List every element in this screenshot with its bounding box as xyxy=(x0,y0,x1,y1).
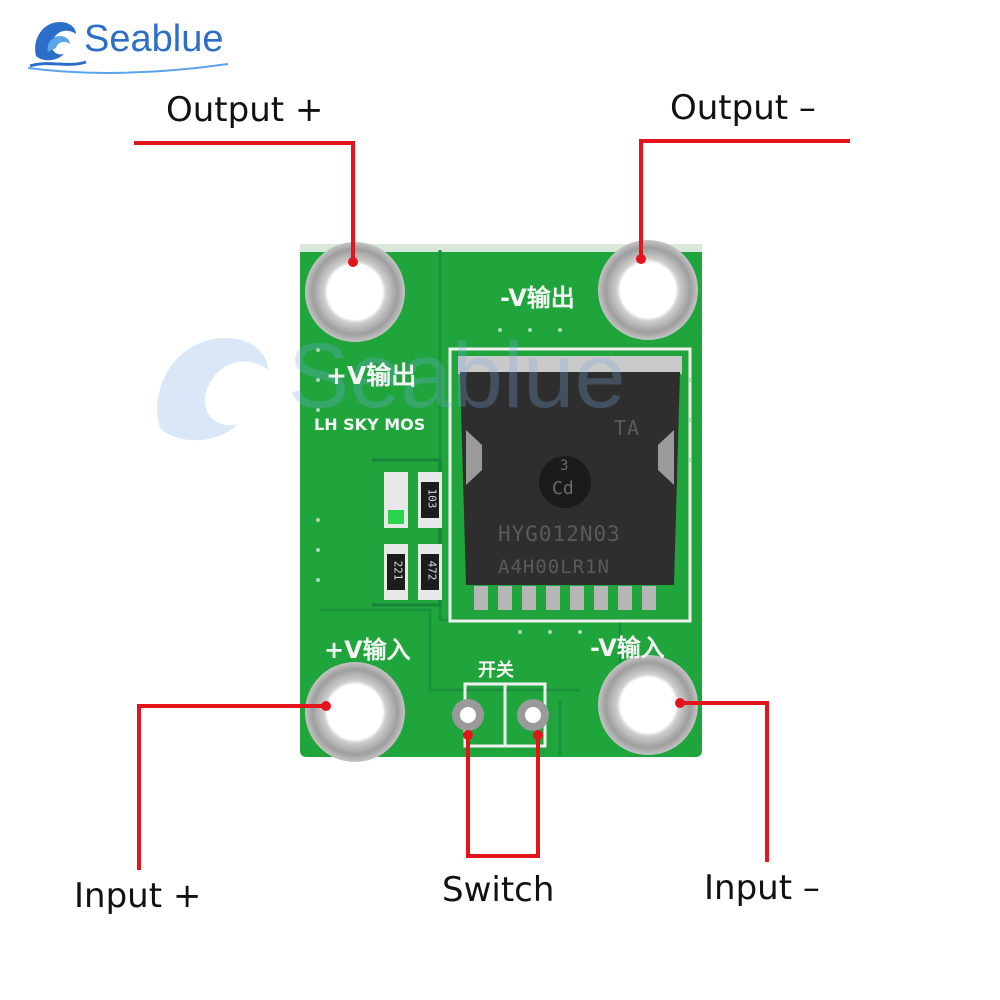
pad-output-minus xyxy=(598,240,698,340)
callout-input-plus: Input + xyxy=(74,876,202,916)
leader-input-plus xyxy=(137,704,326,870)
label-v-in-minus: -V输入 xyxy=(590,634,665,662)
watermark-wave-icon xyxy=(157,338,268,441)
callout-switch: Switch xyxy=(442,870,555,910)
callout-output-minus: Output – xyxy=(670,88,816,128)
logo-swoosh-icon xyxy=(28,63,228,74)
resistor-472 xyxy=(418,544,442,600)
switch-pad-b xyxy=(517,699,549,731)
brand-logo: Seablue xyxy=(28,12,228,74)
brand-name: Seablue xyxy=(84,18,224,60)
callout-input-minus: Input – xyxy=(704,868,820,908)
mosfet-pins xyxy=(474,586,656,610)
smd-led xyxy=(384,472,408,528)
pad-input-plus xyxy=(305,662,405,762)
pad-input-minus xyxy=(598,655,698,755)
mosfet-part-number: HYG012N03 xyxy=(498,522,621,546)
wave-logo-icon xyxy=(29,22,87,68)
mosfet-cd: Cd xyxy=(552,478,574,499)
label-switch-cn: 开关 xyxy=(478,660,514,681)
label-v-out-plus: +V输出 xyxy=(326,361,417,390)
label-v-in-plus: +V输入 xyxy=(324,636,411,664)
label-v-out-minus: -V输出 xyxy=(500,284,575,312)
watermark: Seablue xyxy=(140,318,700,468)
leader-switch xyxy=(466,735,540,858)
callout-output-plus: Output + xyxy=(166,90,324,130)
label-model: LH SKY MOS xyxy=(314,415,426,434)
pad-output-plus xyxy=(305,242,405,342)
resistor-221 xyxy=(384,544,408,600)
mosfet-lot-code: A4H00LR1N xyxy=(498,556,610,578)
leader-output-plus xyxy=(134,141,355,262)
resistor-103 xyxy=(418,472,442,528)
leader-output-minus xyxy=(639,139,850,259)
leader-input-minus xyxy=(680,701,769,862)
watermark-text: Seablue xyxy=(288,325,626,427)
mosfet-ta: TA xyxy=(614,416,641,440)
switch-pad-a xyxy=(452,699,484,731)
mosfet-3: 3 xyxy=(560,458,569,474)
